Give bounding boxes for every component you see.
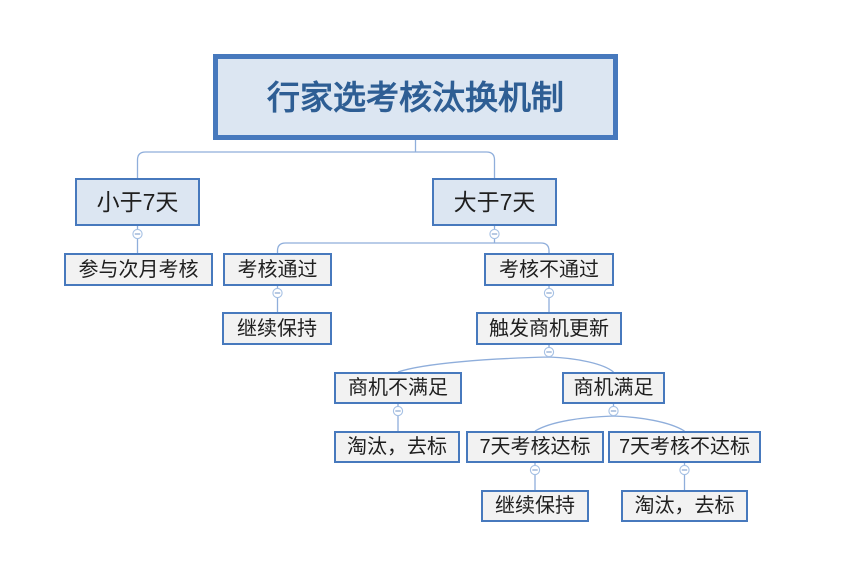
node-next-month-assessment[interactable]: 参与次月考核 [64, 253, 213, 286]
node-keep-maintaining-1[interactable]: 继续保持 [222, 312, 332, 345]
collapse-icon[interactable] [608, 405, 619, 417]
node-eliminate-remove-label-1[interactable]: 淘汰，去标 [334, 431, 460, 463]
node-opportunity-met[interactable]: 商机满足 [562, 372, 665, 404]
collapse-icon[interactable] [529, 464, 541, 476]
collapse-icon[interactable] [489, 228, 500, 240]
node-assessment-passed[interactable]: 考核通过 [223, 253, 332, 286]
collapse-buttons [132, 228, 690, 476]
node-assessment-failed[interactable]: 考核不通过 [484, 253, 614, 286]
collapse-icon[interactable] [272, 287, 283, 299]
node-keep-maintaining-2[interactable]: 继续保持 [481, 490, 589, 522]
node-root-title[interactable]: 行家选考核汰换机制 [213, 54, 618, 140]
node-less-than-7-days[interactable]: 小于7天 [75, 178, 200, 226]
node-7day-assessment-not-met[interactable]: 7天考核不达标 [608, 431, 761, 463]
node-opportunity-unmet[interactable]: 商机不满足 [334, 372, 462, 404]
collapse-icon[interactable] [679, 464, 690, 476]
collapse-icon[interactable] [543, 287, 555, 299]
collapse-icon[interactable] [392, 405, 404, 417]
node-greater-than-7-days[interactable]: 大于7天 [432, 178, 557, 226]
connector-trigger-children [397, 345, 614, 373]
node-trigger-opportunity-update[interactable]: 触发商机更新 [476, 312, 622, 345]
connector-gt7-children [276, 226, 550, 253]
node-7day-assessment-met[interactable]: 7天考核达标 [466, 431, 604, 463]
collapse-icon[interactable] [132, 228, 143, 240]
connector-root-children [136, 140, 496, 178]
collapse-icon[interactable] [543, 346, 555, 358]
node-eliminate-remove-label-2[interactable]: 淘汰，去标 [621, 490, 748, 522]
